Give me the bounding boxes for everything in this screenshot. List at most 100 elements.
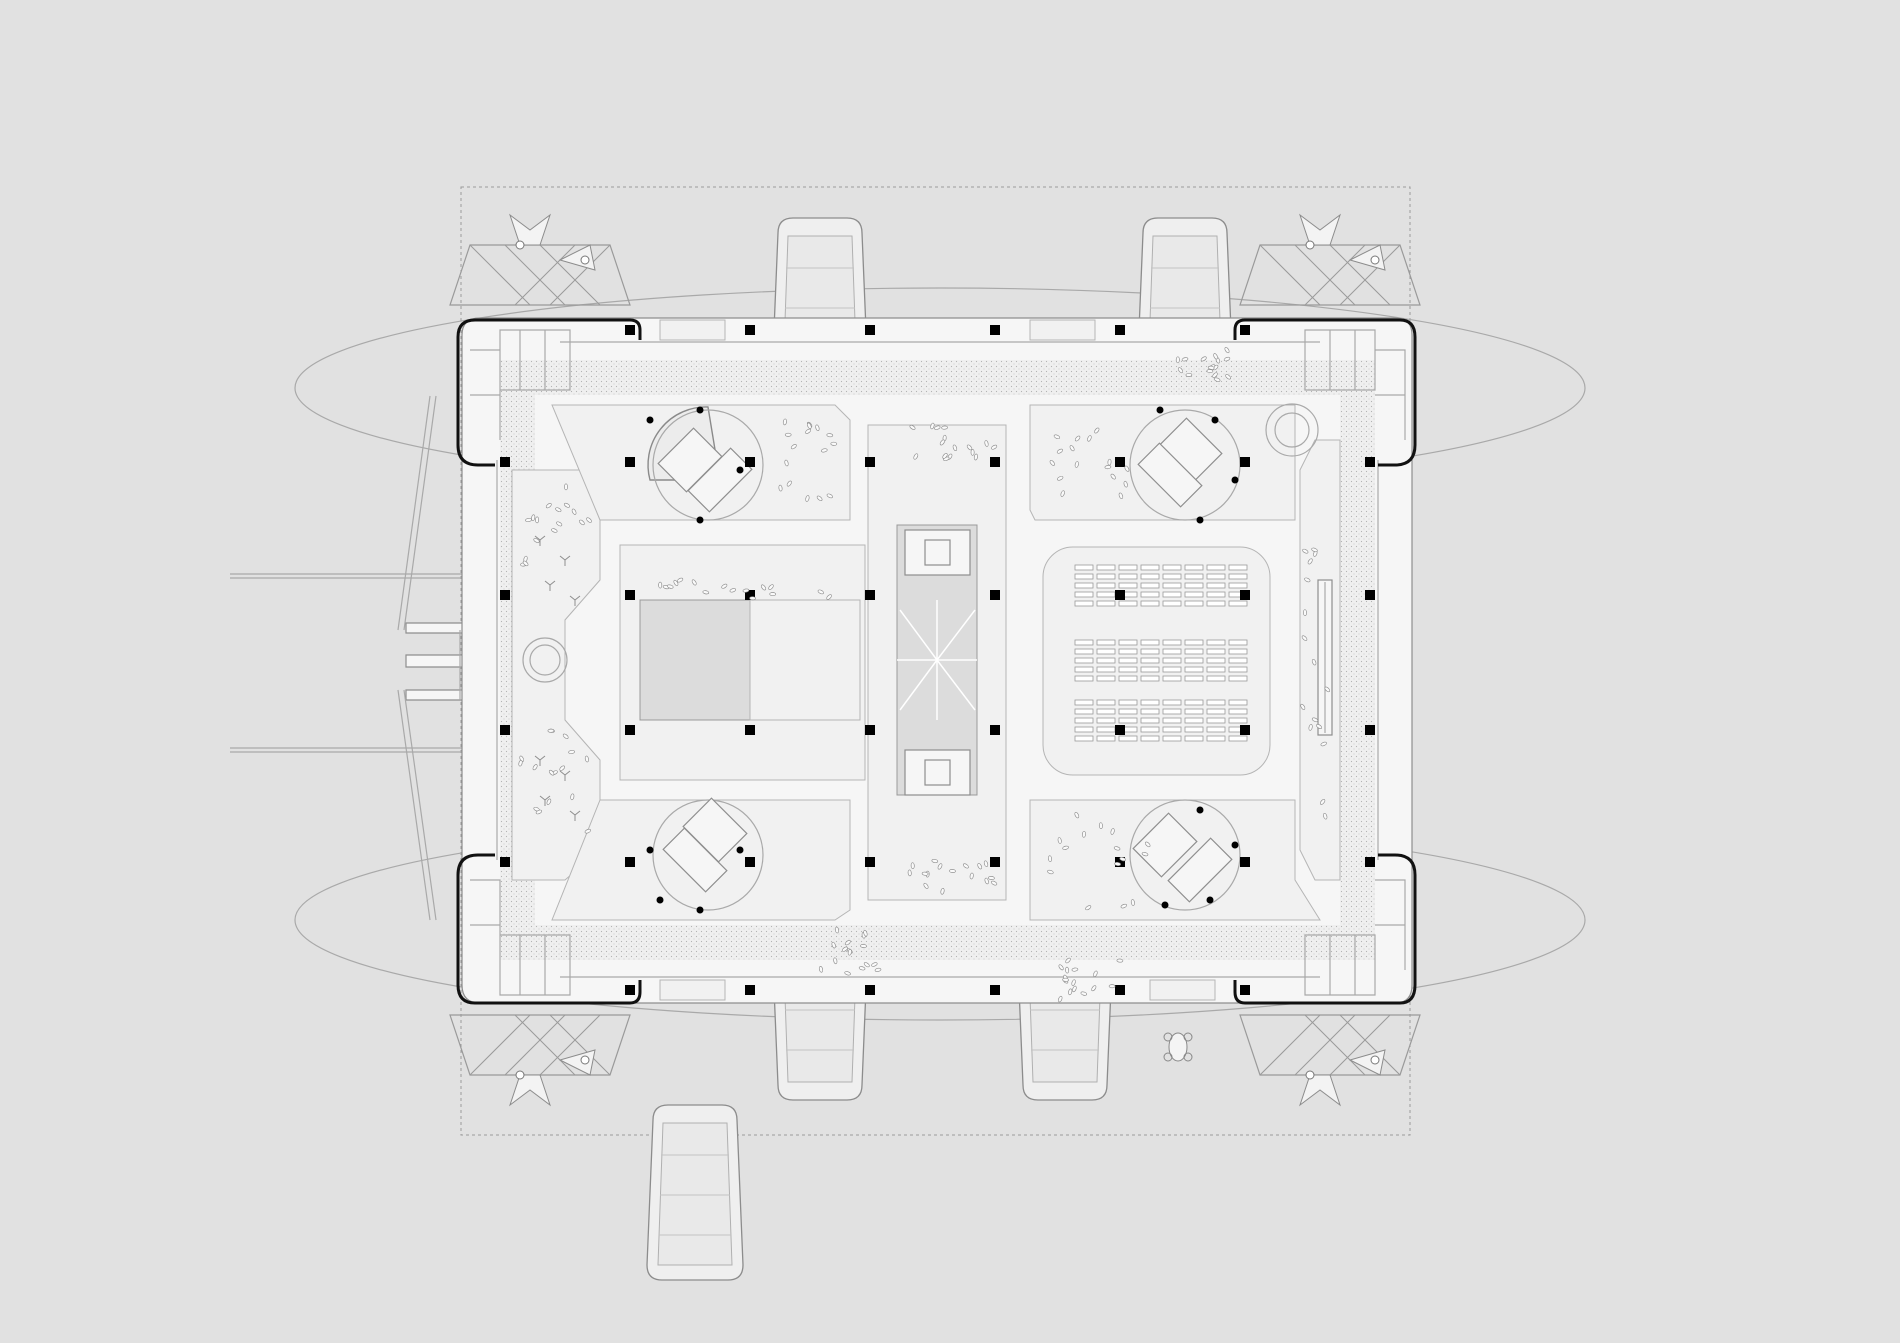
pod-column (696, 406, 704, 414)
auditorium-seat (1162, 726, 1182, 733)
seat-mark (562, 733, 569, 739)
seat-mark (1185, 372, 1193, 377)
seat-mark (977, 863, 983, 870)
seat-mark (1123, 480, 1128, 488)
seat-mark (548, 769, 555, 776)
auditorium-seat (1228, 699, 1248, 706)
auditorium-seat (1140, 564, 1160, 571)
auditorium-seat (1074, 699, 1094, 706)
seat-mark (913, 453, 919, 460)
seat-mark (571, 508, 577, 515)
auditorium-seating (1074, 564, 1248, 742)
seat-mark (970, 449, 975, 456)
auditorium-seat (1162, 657, 1182, 664)
seat-mark (1300, 703, 1306, 710)
seat-mark (860, 944, 867, 948)
seat-mark (522, 560, 529, 567)
seat-mark (847, 948, 852, 956)
seat-mark (1074, 811, 1080, 819)
seat-mark (559, 765, 566, 771)
seat-mark (1057, 475, 1064, 481)
auditorium-seat (1228, 708, 1248, 715)
auditorium-seat (1206, 573, 1226, 580)
seat-mark (1069, 445, 1075, 452)
auditorium-seat (1118, 717, 1138, 724)
column (625, 985, 635, 995)
seat-mark (1307, 558, 1313, 565)
seat-mark (1110, 828, 1115, 835)
seat-mark (1080, 991, 1088, 996)
auditorium-seat (1206, 639, 1226, 646)
column (625, 857, 635, 867)
seat-mark (1181, 357, 1189, 362)
docked-module-detached (646, 1104, 744, 1281)
column (865, 725, 875, 735)
auditorium-seat (1162, 735, 1182, 742)
auditorium-seat (1118, 675, 1138, 682)
column (1365, 457, 1375, 467)
auditorium-seat (1074, 564, 1094, 571)
seat-mark (547, 728, 555, 733)
auditorium-seat (1074, 600, 1094, 607)
auditorium-seat (1228, 675, 1248, 682)
pod-column (1161, 901, 1169, 909)
seat-mark (816, 495, 823, 501)
auditorium-seat (1074, 639, 1094, 646)
seat-mark (818, 966, 824, 973)
auditorium-seat (1228, 648, 1248, 655)
seat-mark (531, 514, 536, 522)
seat-mark (907, 869, 912, 877)
seat-mark (1049, 460, 1055, 466)
auditorium-seat (1184, 582, 1204, 589)
rig-ne (1239, 214, 1421, 306)
auditorium-seat (1206, 675, 1226, 682)
seat-mark (1324, 686, 1331, 693)
seat-mark (1068, 988, 1073, 996)
boat-icon (1163, 1032, 1193, 1062)
seat-mark (1047, 869, 1054, 875)
seat-mark (658, 581, 663, 589)
column (1240, 857, 1250, 867)
column (1115, 590, 1125, 600)
seat-mark (533, 538, 540, 543)
column (1365, 590, 1375, 600)
seat-mark (1098, 822, 1103, 830)
planter-mark (559, 555, 571, 566)
seat-mark (1311, 659, 1317, 666)
auditorium-seat (1206, 735, 1226, 742)
column (1240, 985, 1250, 995)
auditorium-seat (1074, 666, 1094, 673)
seat-mark (535, 516, 540, 524)
planter-mark (534, 535, 546, 546)
scattered-furniture (518, 347, 1331, 1003)
auditorium-seat (1206, 600, 1226, 607)
seat-mark (1058, 964, 1064, 971)
auditorium-seat (1162, 573, 1182, 580)
stair-pod-nw (647, 406, 764, 521)
auditorium-seat (1184, 600, 1204, 607)
auditorium-seat (1206, 699, 1226, 706)
seat-mark (556, 521, 563, 527)
corner-core-nw (456, 318, 642, 467)
auditorium-seat (1206, 717, 1226, 724)
kiosk-ne (1265, 403, 1319, 457)
column (1115, 725, 1125, 735)
seat-mark (568, 750, 575, 754)
seat-mark (778, 484, 783, 492)
auditorium-seat (1118, 699, 1138, 706)
seat-mark (1118, 492, 1124, 500)
auditorium-seat (1140, 735, 1160, 742)
seat-mark (1082, 830, 1086, 838)
seat-mark (786, 480, 792, 487)
auditorium-seat (1140, 666, 1160, 673)
auditorium-seat (1184, 648, 1204, 655)
seat-mark (1301, 635, 1308, 641)
seat-mark (667, 584, 674, 589)
column (745, 857, 755, 867)
auditorium-seat (1206, 648, 1226, 655)
seat-mark (844, 971, 851, 976)
column (745, 985, 755, 995)
auditorium-seat (1228, 639, 1248, 646)
planter-mark (559, 770, 571, 781)
